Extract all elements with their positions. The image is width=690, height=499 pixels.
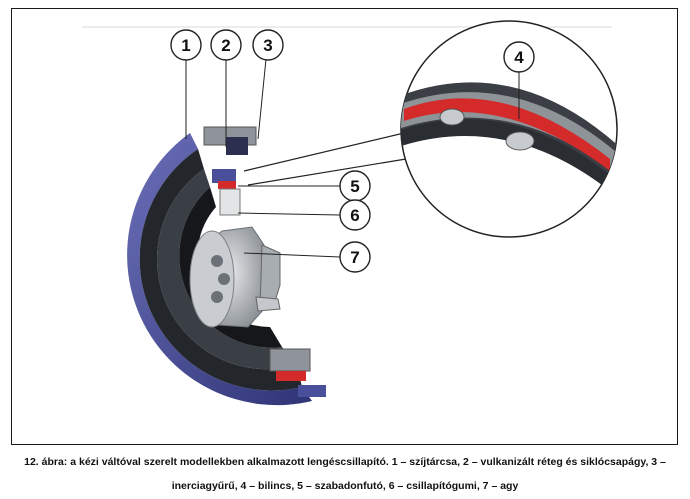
vibration-damper-illustration: 1 2 3 4 5 6 7 <box>82 20 618 406</box>
svg-text:1: 1 <box>181 36 190 55</box>
svg-text:6: 6 <box>350 206 359 225</box>
callout-7: 7 <box>339 241 371 273</box>
callout-5: 5 <box>339 170 371 202</box>
svg-text:4: 4 <box>514 48 524 67</box>
caption-line-2: inerciagyűrű, 4 – bilincs, 5 – szabadonf… <box>171 480 519 492</box>
svg-text:5: 5 <box>350 177 359 196</box>
callout-1: 1 <box>170 29 202 61</box>
figure-caption: 12. ábra: a kézi váltóval szerelt modell… <box>12 452 678 496</box>
damper-body <box>157 169 297 370</box>
callout-6: 6 <box>339 199 371 231</box>
damper-cutaway <box>127 126 326 406</box>
callout-3: 3 <box>252 29 284 61</box>
callout-2: 2 <box>210 29 242 61</box>
callout-4: 4 <box>503 41 535 73</box>
callout-leaders <box>185 58 520 258</box>
svg-text:2: 2 <box>221 36 230 55</box>
svg-text:7: 7 <box>350 248 359 267</box>
inertia-ring <box>139 149 302 391</box>
zoom-connector-lines <box>243 132 407 186</box>
caption-line-1: 12. ábra: a kézi váltóval szerelt modell… <box>24 456 666 468</box>
svg-text:3: 3 <box>263 36 272 55</box>
zoom-detail <box>400 20 618 238</box>
figure-frame: 1 2 3 4 5 6 7 <box>11 8 678 445</box>
